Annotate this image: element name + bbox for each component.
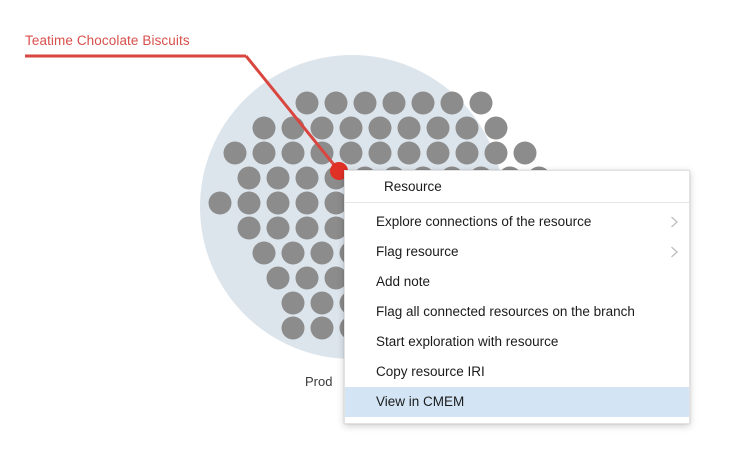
cluster-node[interactable] bbox=[295, 266, 319, 290]
cluster-node[interactable] bbox=[339, 116, 363, 140]
cluster-node[interactable] bbox=[310, 291, 334, 315]
cluster-node[interactable] bbox=[513, 141, 537, 165]
context-menu-item-label: View in CMEM bbox=[376, 394, 465, 409]
cluster-node[interactable] bbox=[382, 91, 406, 115]
context-menu-item[interactable]: Copy resource IRI bbox=[345, 357, 689, 387]
cluster-node[interactable] bbox=[426, 116, 450, 140]
cluster-node[interactable] bbox=[237, 166, 261, 190]
context-menu-item-label: Flag resource bbox=[376, 244, 459, 259]
cluster-node[interactable] bbox=[397, 116, 421, 140]
cluster-node[interactable] bbox=[281, 116, 305, 140]
cluster-node[interactable] bbox=[237, 216, 261, 240]
context-menu-item[interactable]: View in CMEM bbox=[345, 387, 689, 417]
callout-leader-line bbox=[244, 55, 341, 172]
cluster-node[interactable] bbox=[252, 241, 276, 265]
selected-node-marker[interactable] bbox=[330, 162, 348, 180]
resource-context-menu[interactable]: Resource Explore connections of the reso… bbox=[344, 170, 690, 424]
cluster-node[interactable] bbox=[324, 191, 348, 215]
cluster-node[interactable] bbox=[353, 91, 377, 115]
cluster-node[interactable] bbox=[310, 116, 334, 140]
cluster-node[interactable] bbox=[281, 241, 305, 265]
cluster-node[interactable] bbox=[266, 166, 290, 190]
cluster-node[interactable] bbox=[426, 141, 450, 165]
cluster-node[interactable] bbox=[310, 316, 334, 340]
cluster-node[interactable] bbox=[469, 91, 493, 115]
cluster-node[interactable] bbox=[324, 216, 348, 240]
context-menu-item[interactable]: Add note bbox=[345, 267, 689, 297]
chevron-right-icon bbox=[671, 216, 679, 228]
chevron-right-icon bbox=[671, 246, 679, 258]
context-menu-item[interactable]: Flag all connected resources on the bran… bbox=[345, 297, 689, 327]
cluster-node[interactable] bbox=[440, 91, 464, 115]
cluster-node[interactable] bbox=[223, 141, 247, 165]
cluster-node[interactable] bbox=[368, 141, 392, 165]
cluster-node[interactable] bbox=[252, 141, 276, 165]
cluster-node[interactable] bbox=[411, 91, 435, 115]
context-menu-title: Resource bbox=[384, 178, 442, 194]
cluster-node[interactable] bbox=[484, 116, 508, 140]
context-menu-item[interactable]: Explore connections of the resource bbox=[345, 207, 689, 237]
context-menu-header: Resource bbox=[345, 171, 689, 203]
cluster-node[interactable] bbox=[281, 141, 305, 165]
cluster-node[interactable] bbox=[266, 216, 290, 240]
cluster-node[interactable] bbox=[397, 141, 421, 165]
context-menu-item[interactable]: Flag resource bbox=[345, 237, 689, 267]
cluster-node[interactable] bbox=[266, 191, 290, 215]
cluster-node[interactable] bbox=[368, 116, 392, 140]
cluster-caption: Prod bbox=[305, 374, 333, 389]
cluster-node[interactable] bbox=[208, 191, 232, 215]
context-menu-item-label: Flag all connected resources on the bran… bbox=[376, 304, 635, 319]
context-menu-item-label: Add note bbox=[376, 274, 431, 289]
context-menu-item-label: Copy resource IRI bbox=[376, 364, 485, 379]
cluster-node[interactable] bbox=[252, 116, 276, 140]
cluster-node[interactable] bbox=[484, 141, 508, 165]
cluster-node[interactable] bbox=[237, 191, 261, 215]
cluster-node[interactable] bbox=[281, 316, 305, 340]
cluster-node[interactable] bbox=[295, 216, 319, 240]
cluster-node[interactable] bbox=[455, 141, 479, 165]
cluster-node[interactable] bbox=[295, 191, 319, 215]
cluster-node[interactable] bbox=[266, 266, 290, 290]
cluster-node[interactable] bbox=[455, 116, 479, 140]
context-menu-item[interactable]: Start exploration with resource bbox=[345, 327, 689, 357]
cluster-node[interactable] bbox=[295, 91, 319, 115]
callout-label: Teatime Chocolate Biscuits bbox=[25, 33, 190, 48]
cluster-node[interactable] bbox=[324, 266, 348, 290]
cluster-node[interactable] bbox=[281, 291, 305, 315]
context-menu-item-label: Start exploration with resource bbox=[376, 334, 559, 349]
cluster-node[interactable] bbox=[324, 91, 348, 115]
context-menu-item-label: Explore connections of the resource bbox=[376, 214, 592, 229]
cluster-node[interactable] bbox=[310, 241, 334, 265]
cluster-node[interactable] bbox=[295, 166, 319, 190]
cluster-node[interactable] bbox=[339, 141, 363, 165]
